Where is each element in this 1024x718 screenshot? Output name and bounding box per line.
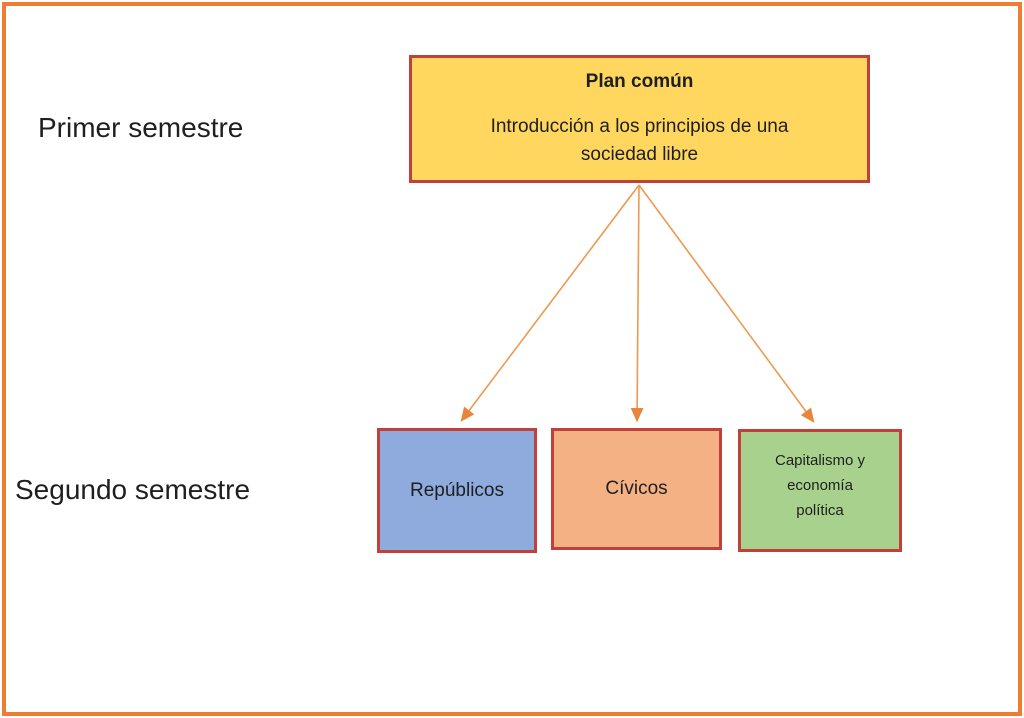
capitalismo-label: Capitalismo y economía política	[774, 452, 866, 519]
capitalismo-box: Capitalismo y economía política	[738, 429, 902, 552]
arrow-to-capitalismo	[638, 184, 815, 423]
republicos-box: Repúblicos	[377, 428, 537, 553]
republicos-label: Repúblicos	[410, 479, 504, 501]
row-label-segundo-semestre: Segundo semestre	[15, 474, 251, 505]
civicos-label: Cívicos	[605, 478, 668, 499]
arrow-to-republicos	[460, 184, 640, 422]
row-label-primer-semestre: Primer semestre	[38, 112, 244, 143]
plan-comun-box: Plan común Introducción a los principios…	[409, 55, 870, 183]
arrow-to-civicos	[630, 184, 644, 423]
plan-comun-subtitle: Introducción a los principios de una soc…	[490, 116, 789, 165]
civicos-box: Cívicos	[551, 428, 722, 550]
plan-comun-title: Plan común	[585, 71, 694, 92]
